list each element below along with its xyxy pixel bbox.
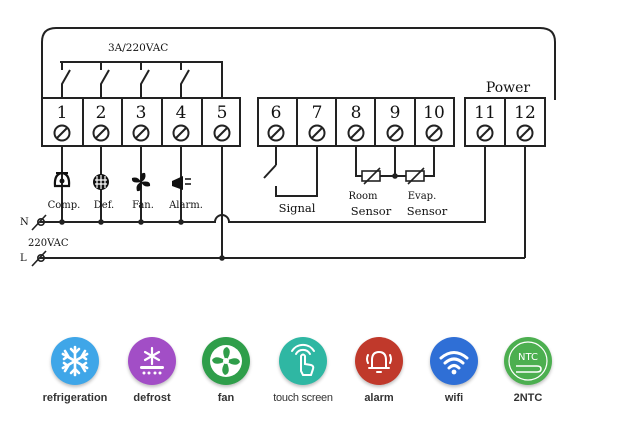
power-label: Power [486, 80, 531, 96]
housing-outline [41, 27, 556, 100]
terminal-number-1: 1 [57, 103, 68, 123]
terminal-number-8: 8 [351, 103, 362, 123]
compressor-icon [53, 171, 71, 188]
svg-text:NTC: NTC [518, 352, 538, 363]
feature-touch-screen: touch screen [268, 337, 338, 404]
feature-label-refrigeration: refrigeration [42, 392, 108, 404]
feature-label-wifi: wifi [444, 392, 464, 404]
wifi-icon [439, 351, 469, 375]
feature-label-fan: fan [217, 392, 235, 404]
defrost-heater-icon [93, 174, 109, 190]
rating-label: 3A/220VAC [108, 42, 168, 54]
load-label-alarm: Alarm. [168, 200, 203, 211]
feature-label-alarm: alarm [364, 392, 394, 404]
terminal-number-6: 6 [271, 103, 282, 123]
ntc-icon: NTC [508, 341, 548, 381]
terminal-number-2: 2 [96, 103, 107, 123]
feature-fan: fan [191, 337, 261, 404]
alarm-horn-icon [172, 176, 191, 190]
room-sensor-label-2: Sensor [351, 204, 392, 218]
terminal-screw-4 [172, 124, 190, 142]
feature-alarm: alarm [344, 337, 414, 404]
terminal-screw-9 [386, 124, 404, 142]
bell-icon [366, 350, 392, 373]
defrost-icon [140, 346, 164, 375]
fan-icon [210, 345, 242, 377]
l-line-label: L [20, 253, 27, 264]
terminal-number-3: 3 [136, 103, 147, 123]
terminal-number-9: 9 [390, 103, 401, 123]
terminal-number-5: 5 [217, 103, 228, 123]
n-line-label: N [20, 217, 29, 228]
load-label-def: Def. [94, 200, 114, 211]
feature-2ntc: NTC 2NTC [493, 337, 563, 404]
terminal-number-12: 12 [514, 103, 536, 123]
terminal-screw-1 [53, 124, 71, 142]
snowflake-icon [61, 345, 89, 377]
signal-label: Signal [279, 201, 316, 215]
relay-common-bus [60, 61, 223, 98]
feature-label-touch-screen: touch screen [273, 392, 333, 404]
terminal-screw-10 [425, 124, 443, 142]
terminal-screw-3 [132, 124, 150, 142]
terminal-screw-8 [347, 124, 365, 142]
terminal-number-11: 11 [474, 103, 496, 123]
evap-sensor-label-2: Sensor [407, 204, 448, 218]
relay-contacts [61, 62, 190, 98]
terminal-screw-12 [516, 124, 534, 142]
terminal-screw-7 [308, 124, 326, 142]
feature-refrigeration: refrigeration [40, 337, 110, 404]
signal-switch [263, 146, 318, 197]
fan-icon [131, 172, 151, 192]
touch-icon [291, 344, 315, 376]
load-label-fan: Fan. [132, 200, 154, 211]
room-sensor-label-1: Room [348, 191, 378, 202]
feature-label-2ntc: 2NTC [513, 392, 543, 404]
terminal-screw-6 [267, 124, 285, 142]
feature-defrost: defrost [117, 337, 187, 404]
load-label-comp: Comp. [48, 200, 81, 211]
feature-label-defrost: defrost [133, 392, 171, 404]
terminal-number-7: 7 [312, 103, 323, 123]
terminal-screw-2 [92, 124, 110, 142]
terminal-screw-11 [476, 124, 494, 142]
evap-sensor-label-1: Evap. [408, 191, 437, 202]
terminal-screw-5 [213, 124, 231, 142]
terminal-number-4: 4 [176, 103, 187, 123]
terminal-number-10: 10 [423, 103, 445, 123]
feature-wifi: wifi [419, 337, 489, 404]
supply-label: 220VAC [28, 238, 69, 249]
